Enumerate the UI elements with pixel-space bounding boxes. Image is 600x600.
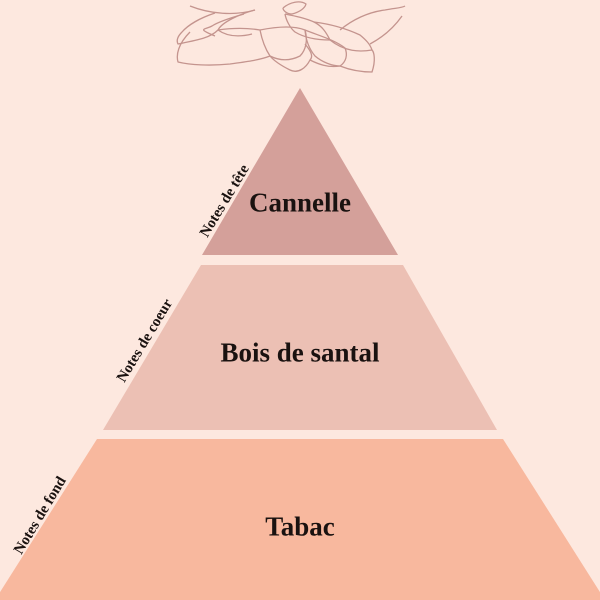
flower-outline-icon xyxy=(176,1,406,73)
note-label-middle: Bois de santal xyxy=(220,337,380,368)
pyramid-tier-bottom xyxy=(0,439,600,600)
pyramid-tier-top xyxy=(202,88,398,255)
note-label-top: Cannelle xyxy=(248,187,352,218)
note-label-bottom: Tabac xyxy=(265,511,335,542)
pyramid-tier-middle xyxy=(103,265,497,430)
